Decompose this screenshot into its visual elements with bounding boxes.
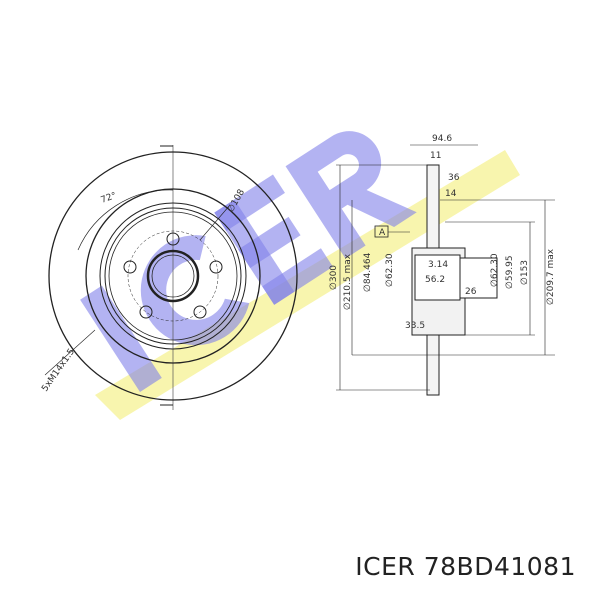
product-caption: ICER 78BD41081 [355, 552, 576, 581]
outer-dia-label: ∅300 [329, 265, 339, 290]
label-14: 14 [445, 189, 457, 199]
icer-logo-watermark [80, 131, 520, 420]
label-33-5: 33.5 [405, 321, 425, 331]
friction-dia-label: ∅210.5 max [343, 253, 353, 310]
datum-label: A [379, 228, 386, 238]
label-26: 26 [465, 287, 477, 297]
bore-dia-left-label: ∅62.30 [385, 253, 395, 287]
thickness-label: 11 [430, 151, 441, 161]
angle-label: 72° [100, 191, 118, 206]
hub-dia-label: ∅84.464 [363, 252, 373, 292]
label-56-2: 56.2 [425, 275, 445, 285]
part-number: 78BD41081 [423, 552, 576, 581]
side-view [336, 144, 555, 396]
thread-label: 5xM14x1.5 [40, 347, 77, 394]
bore-dia-small-label: ∅59.95 [505, 255, 515, 289]
bore-dia-right-label: ∅62.30 [490, 253, 500, 287]
label-36: 36 [448, 173, 460, 183]
front-view [44, 145, 298, 410]
label-3-14: 3.14 [428, 260, 448, 270]
hat-dia-label: ∅153 [520, 260, 530, 285]
logo-yellow-wedge [95, 150, 520, 420]
brand-name: ICER [355, 552, 416, 581]
width-label: 94.6 [432, 134, 452, 144]
inner-max-dia-label: ∅209.7 max [546, 248, 556, 305]
